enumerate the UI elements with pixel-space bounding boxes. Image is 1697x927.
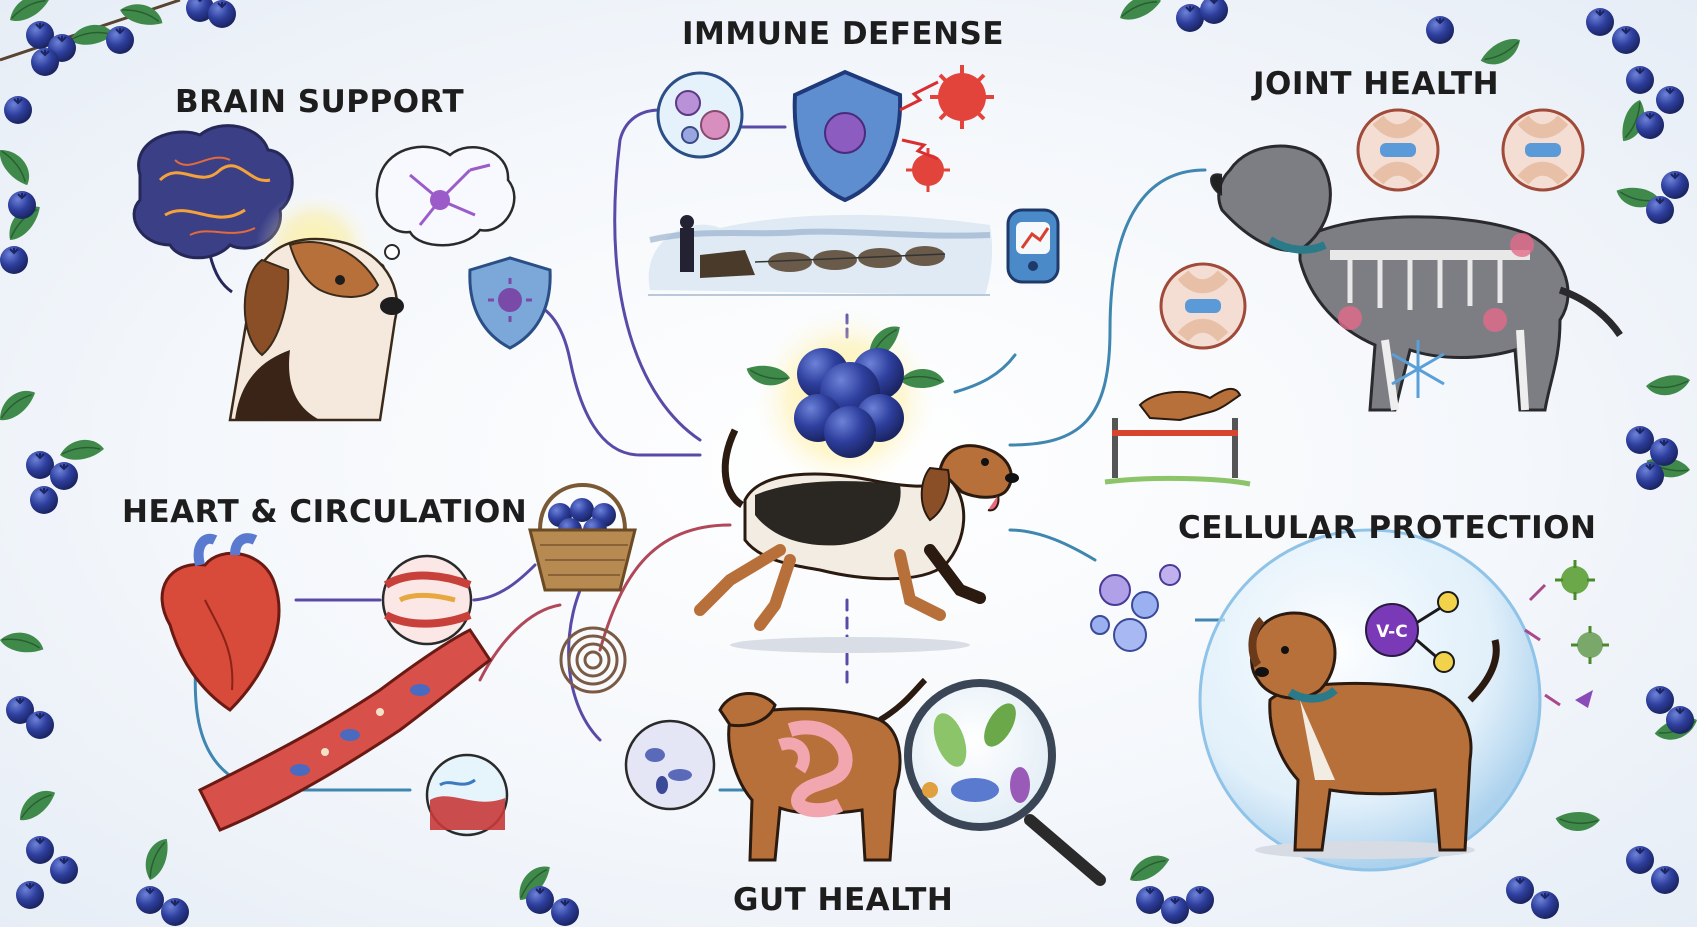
gut-health-group <box>624 677 1106 886</box>
heart-circulation-heading: HEART & CIRCULATION <box>122 494 528 530</box>
coil-icon <box>559 626 627 694</box>
agility-jump-scene <box>1104 387 1251 487</box>
immune-shield-icon <box>792 69 903 203</box>
artery-circle-icon <box>381 554 473 646</box>
joint-health-group <box>1104 108 1623 487</box>
beagle-portrait <box>228 190 404 422</box>
heart-circulation-group <box>160 483 637 837</box>
immune-defense-heading: IMMUNE DEFENSE <box>682 16 1005 52</box>
skeleton-dog <box>1210 144 1623 412</box>
vessel-wave-circle-icon <box>425 753 509 837</box>
berry-basket-icon <box>528 483 637 592</box>
running-beagle <box>694 428 1019 653</box>
molecule-icon: V-C <box>1365 591 1459 673</box>
blueberry-cluster-icon <box>742 319 947 458</box>
brain-icon <box>132 124 294 294</box>
cell-cluster-icon <box>1090 564 1225 652</box>
cellular-protection-group: V-C <box>1090 528 1609 872</box>
cell-circle-icon <box>656 71 744 159</box>
berry-border-top-left <box>0 0 237 275</box>
magnifying-glass-icon <box>904 679 1106 886</box>
snowflake-icon <box>1391 340 1445 398</box>
brain-support-heading: BRAIN SUPPORT <box>175 84 465 120</box>
cellular-protection-heading: CELLULAR PROTECTION <box>1178 510 1597 546</box>
berry-border-right <box>1625 374 1697 744</box>
protective-bubble-dog <box>1198 528 1542 872</box>
microbe-circle-icon <box>624 719 716 811</box>
gut-health-heading: GUT HEALTH <box>733 882 954 918</box>
blood-vessel-icon <box>197 628 493 832</box>
joint-health-heading: JOINT HEALTH <box>1253 66 1500 102</box>
molecule-label: V-C <box>1376 622 1407 642</box>
heart-icon <box>160 533 281 712</box>
pathogen-icons <box>1524 560 1609 708</box>
fitness-tracker-icon <box>1006 208 1060 284</box>
dog-with-intestines <box>718 677 928 862</box>
center-hero <box>694 305 1019 653</box>
berry-border-left <box>0 384 105 740</box>
neuron-thought-bubble-icon <box>375 145 516 273</box>
immune-defense-group <box>648 65 1060 296</box>
sled-dog-scene <box>648 214 993 296</box>
virus-icon <box>899 65 994 192</box>
joint-circle-icon <box>1159 108 1585 350</box>
brain-support-group <box>132 124 552 422</box>
shield-virus-icon <box>468 256 552 350</box>
